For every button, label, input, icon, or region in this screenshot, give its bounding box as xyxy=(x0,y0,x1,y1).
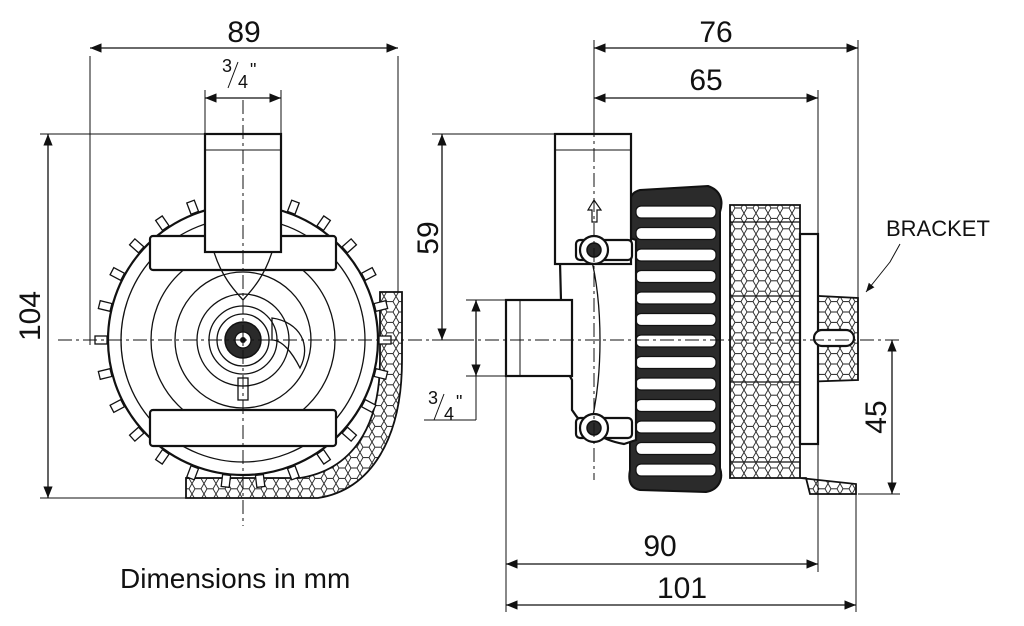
side-inlet-pipe xyxy=(504,298,574,378)
motor-fin xyxy=(635,269,717,284)
motor-fin xyxy=(635,441,717,456)
motor-fin xyxy=(635,205,717,219)
front-gear-teeth xyxy=(94,191,392,489)
front-port-label: 3 4 " xyxy=(222,56,256,92)
front-view: 89 3 4 " 104 xyxy=(14,16,430,526)
svg-text:3: 3 xyxy=(428,388,438,408)
motor-fin xyxy=(635,226,717,241)
motor-fin xyxy=(635,463,717,477)
front-bracket xyxy=(185,291,403,499)
side-bolt-top xyxy=(574,234,634,266)
side-view: 76 65 59 3 4 " 45 90 101 xyxy=(412,16,990,612)
gear-tooth xyxy=(254,473,266,489)
svg-text:4: 4 xyxy=(238,72,248,92)
front-height-label: 104 xyxy=(14,291,47,341)
motor-fin xyxy=(635,420,717,434)
bracket-leader xyxy=(865,243,901,293)
caption: Dimensions in mm xyxy=(120,563,350,594)
motor-fin xyxy=(635,355,717,370)
front-vane xyxy=(271,317,306,370)
gear-tooth xyxy=(97,367,113,381)
motor-fin xyxy=(635,398,717,413)
motor-fin xyxy=(635,291,717,305)
motor-fin xyxy=(635,248,717,262)
side-depth-label: 76 xyxy=(699,16,732,49)
side-overall-length-label: 101 xyxy=(657,572,707,605)
gear-tooth xyxy=(220,473,232,489)
side-bracket xyxy=(729,204,859,495)
svg-text:": " xyxy=(456,392,462,412)
motor-fin xyxy=(635,377,717,391)
side-bracket-slot xyxy=(812,328,856,348)
side-port-label: 3 4 " xyxy=(428,388,462,424)
side-bracket-height-label: 45 xyxy=(860,400,893,433)
svg-text:": " xyxy=(250,60,256,80)
side-body-depth-label: 65 xyxy=(689,64,722,97)
side-outlet-height-label: 59 xyxy=(412,221,445,254)
motor-fin xyxy=(635,312,717,327)
gear-tooth xyxy=(97,299,113,313)
side-bolt-bottom xyxy=(574,412,634,444)
front-width-label: 89 xyxy=(227,16,260,49)
side-base-length-label: 90 xyxy=(643,530,676,563)
svg-text:3: 3 xyxy=(222,56,232,76)
svg-text:4: 4 xyxy=(444,404,454,424)
bracket-label: BRACKET xyxy=(886,216,990,241)
motor-fin xyxy=(635,334,717,348)
